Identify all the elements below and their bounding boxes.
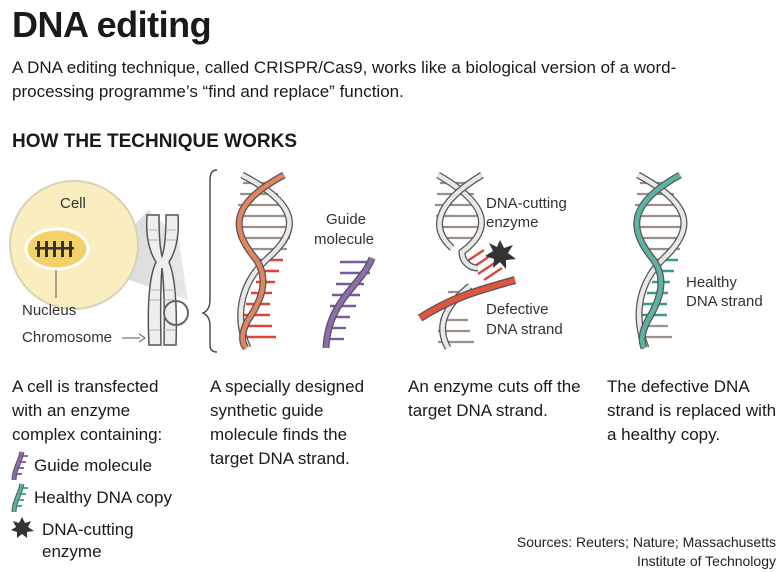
chromosome-arrowhead (138, 333, 146, 343)
legend-guide-molecule-icon (11, 451, 28, 481)
zoom-circle (163, 300, 189, 326)
cell-label: Cell (60, 195, 86, 212)
chromosome-bands (149, 229, 176, 331)
guide-molecule-icon (322, 256, 376, 349)
guide-molecule-label-line1: Guide (326, 211, 367, 228)
enzyme-label-line1: DNA-cutting (486, 195, 567, 212)
guide-molecule-label-line2: molecule (314, 231, 375, 248)
defective-label-line2: DNA strand (486, 321, 563, 338)
cell-illustration (9, 180, 189, 346)
step1-caption: A cell is transfected with an enzyme com… (12, 377, 163, 444)
bracket (201, 169, 218, 353)
enzyme-star-icon (485, 240, 516, 269)
page-title: DNA editing (12, 4, 212, 45)
legend-healthy-dna-label: Healthy DNA copy (34, 488, 172, 507)
legend-healthy-dna-icon (11, 483, 28, 513)
legend-enzyme-label: DNA-cutting enzyme (42, 520, 134, 561)
dna-helix-step2 (235, 171, 293, 351)
healthy-label-line2: DNA strand (686, 293, 763, 310)
sources-credit: Sources: Reuters; Nature; Massachusetts … (516, 534, 776, 569)
legend-guide-molecule-label: Guide molecule (34, 456, 153, 475)
step3-caption: An enzyme cuts off the target DNA strand… (408, 377, 581, 420)
nucleus-label: Nucleus (22, 302, 77, 319)
step2-caption: A specially designed synthetic guide mol… (210, 377, 365, 468)
section-heading: HOW THE TECHNIQUE WORKS (12, 131, 297, 152)
enzyme-label-line2: enzyme (486, 214, 539, 231)
chromosome-icon (145, 214, 180, 346)
dna-helix-step3 (417, 171, 517, 350)
dna-helix-step4 (633, 171, 688, 350)
chromosome-cluster-icon (35, 241, 74, 257)
subtitle: A DNA editing technique, called CRISPR/C… (12, 58, 677, 101)
defective-label-line1: Defective (486, 301, 549, 318)
step4-caption: The defective DNA strand is replaced wit… (607, 377, 777, 444)
healthy-label-line1: Healthy (686, 274, 737, 291)
legend-enzyme-star-icon (11, 517, 34, 538)
chromosome-label: Chromosome (22, 329, 113, 346)
